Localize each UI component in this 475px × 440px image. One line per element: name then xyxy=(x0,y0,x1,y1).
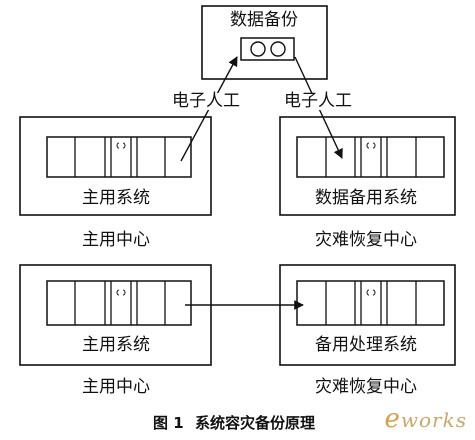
channel-label-right: 电子人工 xyxy=(282,91,354,111)
tape-drive-icon xyxy=(240,37,295,61)
backup-box xyxy=(201,5,328,80)
top-recovery-center-label: 灾难恢复中心 xyxy=(315,230,417,250)
top-backup-system-label: 数据备用系统 xyxy=(315,188,417,208)
server-rack-icon xyxy=(296,280,445,326)
bottom-standby-system-label: 备用处理系统 xyxy=(315,335,417,355)
figure-number: 图 1 xyxy=(153,414,184,432)
primary-center-box-bottom xyxy=(19,264,212,366)
recovery-center-box-top xyxy=(279,116,456,216)
channel-label-left: 电子人工 xyxy=(170,91,242,111)
bottom-primary-system-label: 主用系统 xyxy=(82,335,150,355)
server-rack-icon xyxy=(46,136,192,178)
server-rack-icon xyxy=(46,280,192,326)
server-rack-icon xyxy=(296,136,445,178)
top-primary-system-label: 主用系统 xyxy=(82,188,150,208)
eworks-logo: eworks xyxy=(384,404,467,434)
bottom-primary-center-label: 主用中心 xyxy=(82,377,150,397)
top-primary-center-label: 主用中心 xyxy=(82,230,150,250)
bottom-recovery-center-label: 灾难恢复中心 xyxy=(315,377,417,397)
figure-caption: 系统容灾备份原理 xyxy=(195,414,316,432)
backup-title: 数据备份 xyxy=(230,10,298,30)
primary-center-box-top xyxy=(19,116,212,216)
recovery-center-box-bottom xyxy=(279,264,456,366)
